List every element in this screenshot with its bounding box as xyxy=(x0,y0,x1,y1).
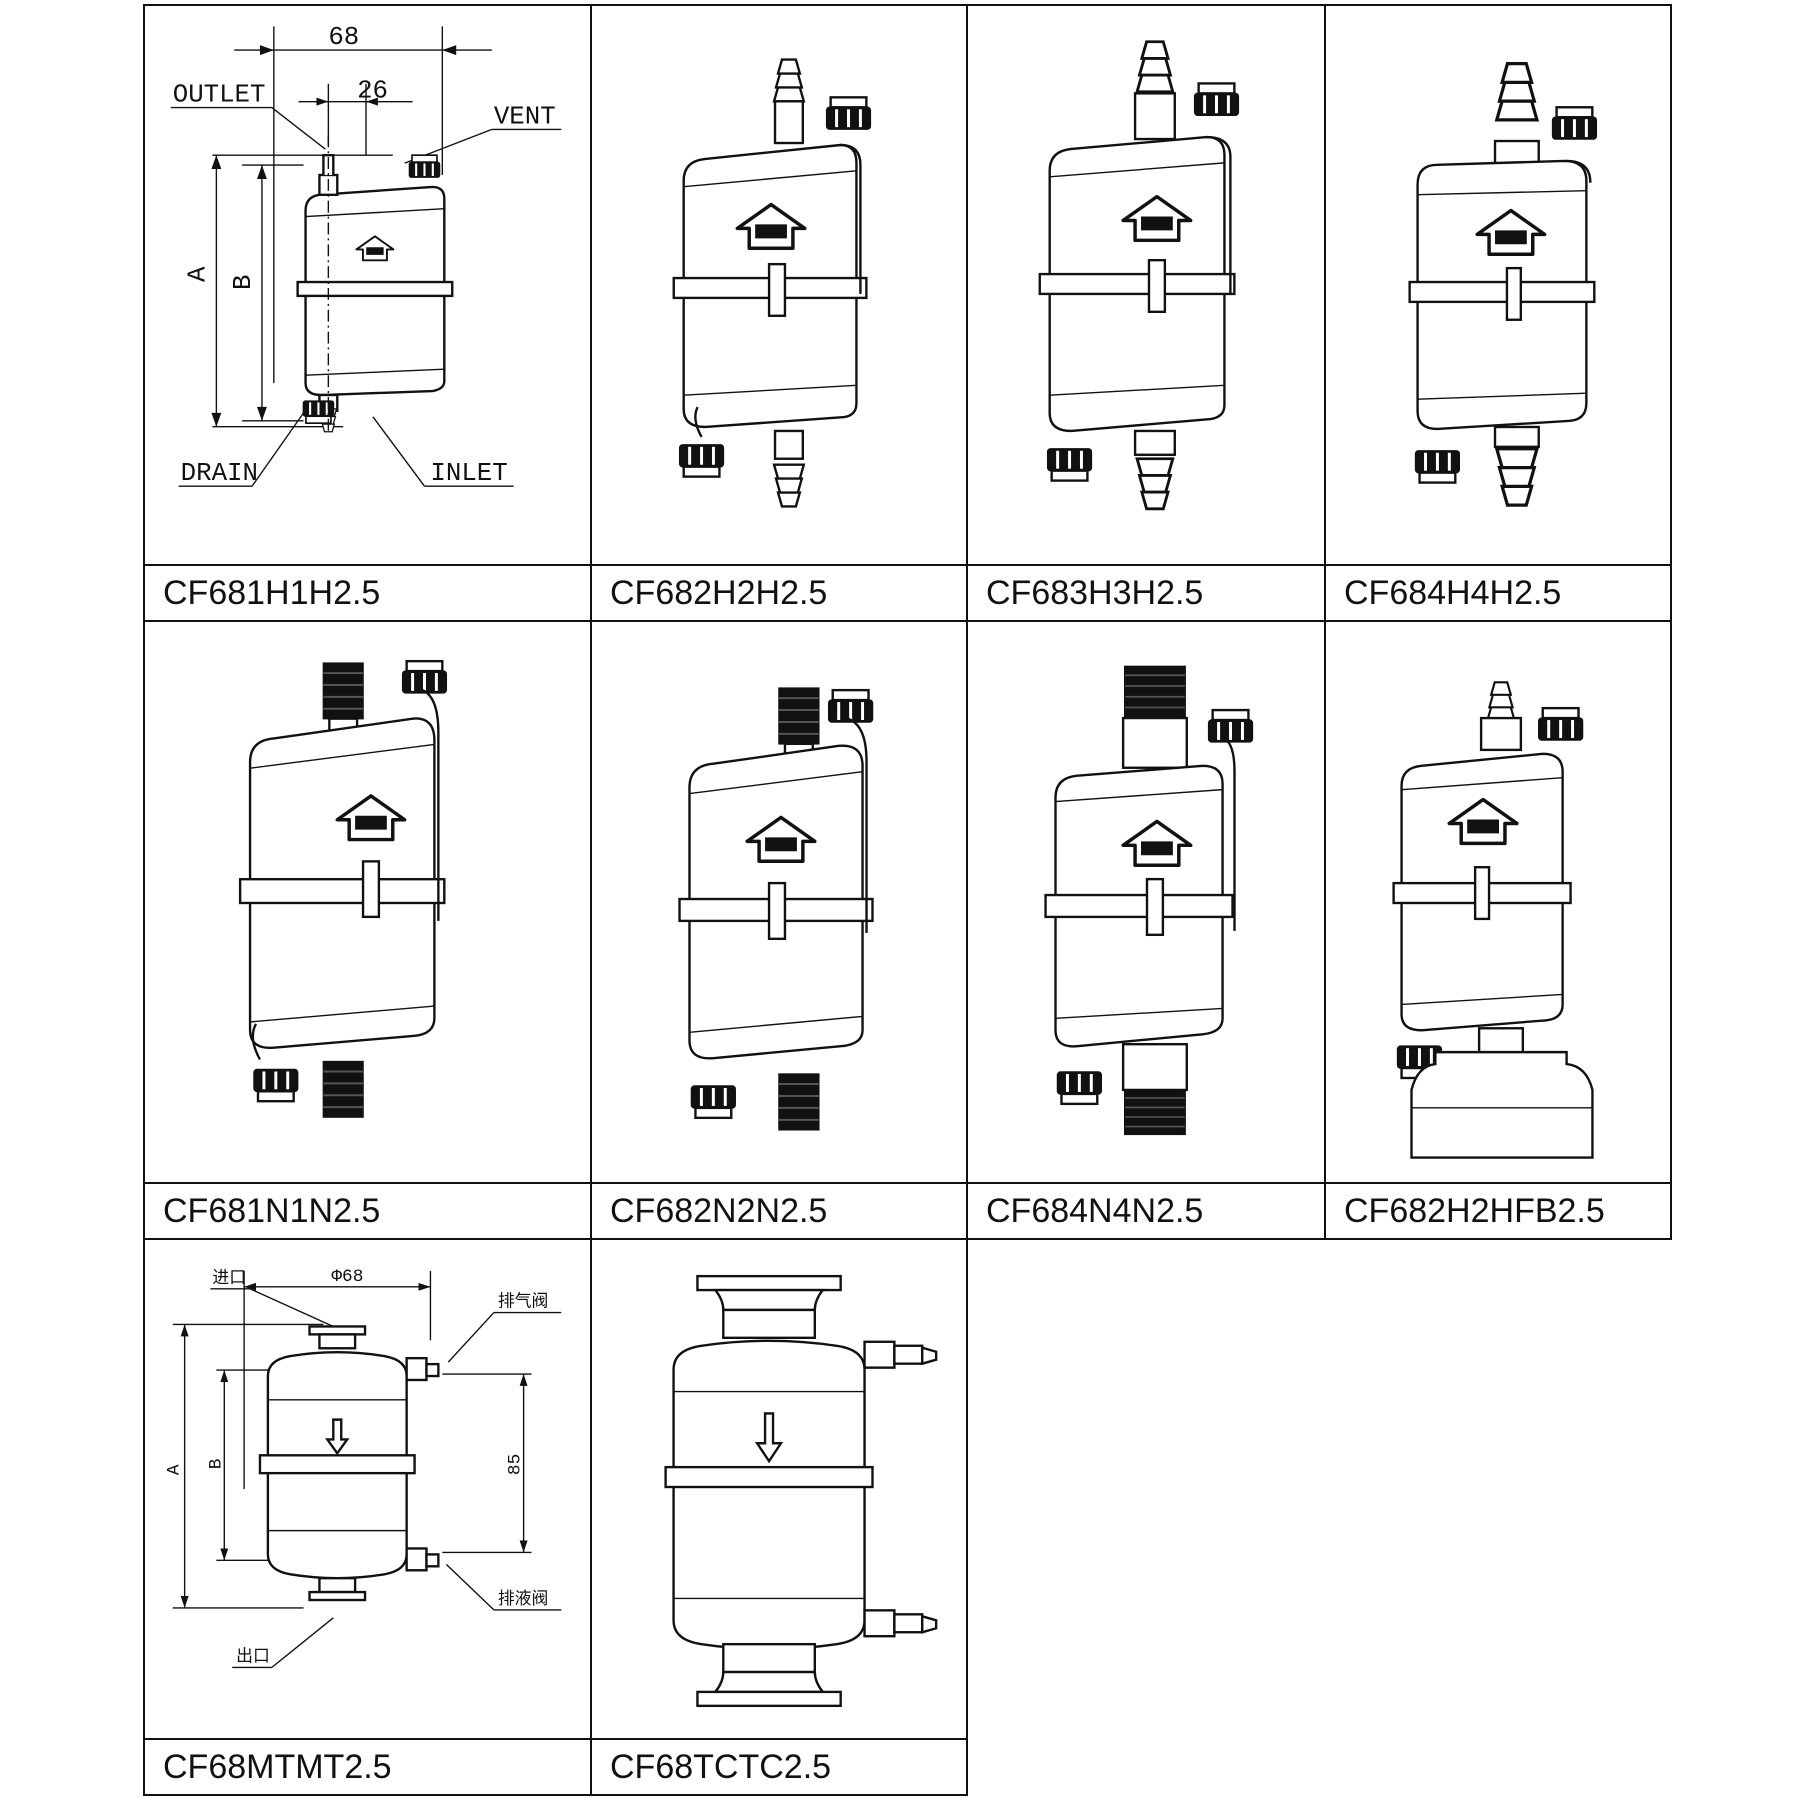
model-label: CF68TCTC2.5 xyxy=(592,1740,968,1796)
cell-cf68tctc25: CF68TCTC2.5 xyxy=(592,1240,968,1796)
dim-overall-height: A xyxy=(165,1464,185,1475)
model-label: CF681H1H2.5 xyxy=(143,566,592,622)
drawing-cf681h1h25: 68 26 OUTLET VENT DRAIN INLET A xyxy=(143,4,592,566)
filter-diagram-cf682h2h25 xyxy=(672,58,872,508)
cell-cf681n1n25: CF681N1N2.5 xyxy=(143,622,592,1240)
label-outlet: OUTLET xyxy=(173,81,266,110)
filter-diagram-cf682h2hfb25 xyxy=(1392,681,1594,1159)
cell-cf681h1h25: 68 26 OUTLET VENT DRAIN INLET A xyxy=(143,4,592,622)
model-label: CF682N2N2.5 xyxy=(592,1184,968,1240)
label-vent: VENT xyxy=(494,102,556,131)
cell-cf684n4n25: CF684N4N2.5 xyxy=(968,622,1326,1240)
filter-diagram-cf68tctc25 xyxy=(664,1274,938,1708)
model-label: CF682H2H2.5 xyxy=(592,566,968,622)
drawing-cf683h3h25 xyxy=(968,4,1326,566)
dim-overall-height: A xyxy=(183,266,212,282)
filter-diagram-cf684n4n25 xyxy=(1044,664,1254,1136)
model-label: CF682H2HFB2.5 xyxy=(1326,1184,1672,1240)
drawing-cf684n4n25 xyxy=(968,622,1326,1184)
cell-cf682n2n25: CF682N2N2.5 xyxy=(592,622,968,1240)
model-label: CF684H4H2.5 xyxy=(1326,566,1672,622)
filter-diagram-cf683h3h25 xyxy=(1038,40,1240,511)
cell-cf684h4h25: CF684H4H2.5 xyxy=(1326,4,1672,622)
label-outlet: 出口 xyxy=(236,1645,270,1665)
drawing-cf684h4h25 xyxy=(1326,4,1672,566)
model-label: CF681N1N2.5 xyxy=(143,1184,592,1240)
cell-cf682h2h25: CF682H2H2.5 xyxy=(592,4,968,622)
model-label: CF683H3H2.5 xyxy=(968,566,1326,622)
drawing-cf68mtmt25: Φ68 进口 排气阀 排液阀 出口 A B xyxy=(143,1240,592,1740)
drawing-cf682n2n25 xyxy=(592,622,968,1184)
drawing-cf682h2h25 xyxy=(592,4,968,566)
label-vent-valve: 排气阀 xyxy=(498,1291,548,1311)
label-inlet: 进口 xyxy=(212,1267,246,1287)
cell-cf683h3h25: CF683H3H2.5 xyxy=(968,4,1326,622)
dim-port-spacing: 85 xyxy=(506,1454,526,1475)
model-label: CF684N4N2.5 xyxy=(968,1184,1326,1240)
label-drain: DRAIN xyxy=(181,459,258,488)
label-inlet: INLET xyxy=(430,459,507,488)
drawing-cf68tctc25 xyxy=(592,1240,968,1740)
filter-diagram-cf68mtmt25: Φ68 进口 排气阀 排液阀 出口 A B xyxy=(165,1267,562,1669)
dim-body-height: B xyxy=(229,275,258,290)
model-label: CF68MTMT2.5 xyxy=(143,1740,592,1796)
cell-cf68mtmt25: Φ68 进口 排气阀 排液阀 出口 A B xyxy=(143,1240,592,1796)
dim-port-spacing: 26 xyxy=(357,77,388,106)
cell-cf682h2hfb25: CF682H2HFB2.5 xyxy=(1326,622,1672,1240)
dim-width: 68 xyxy=(328,23,359,52)
dim-diameter: Φ68 xyxy=(331,1267,363,1287)
filter-diagram-cf682n2n25 xyxy=(678,687,874,1131)
filter-diagram-cf684h4h25 xyxy=(1408,61,1598,507)
filter-diagram-cf681n1n25 xyxy=(238,659,448,1119)
label-drain-valve: 排液阀 xyxy=(498,1588,548,1608)
dim-body-height: B xyxy=(206,1458,226,1469)
drawing-cf681n1n25 xyxy=(143,622,592,1184)
drawing-cf682h2hfb25 xyxy=(1326,622,1672,1184)
filter-diagram-cf681h1h25: 68 26 OUTLET VENT DRAIN INLET A xyxy=(170,23,562,488)
